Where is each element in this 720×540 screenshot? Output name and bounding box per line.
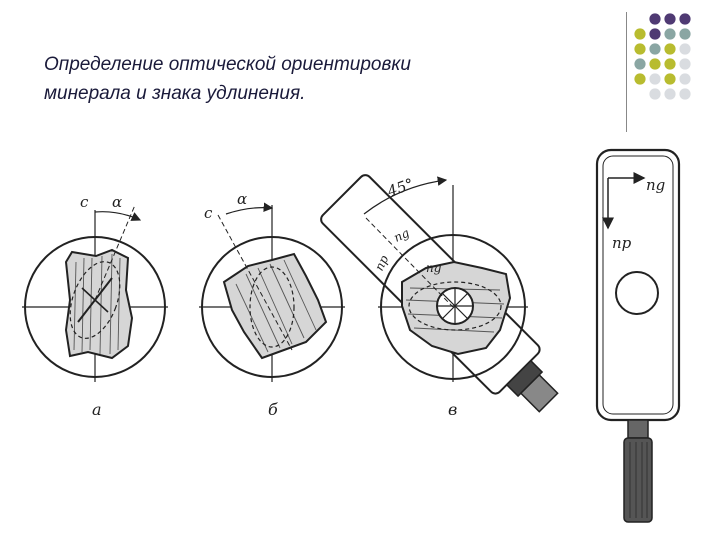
- decorative-dot: [664, 43, 676, 55]
- panel-v: 45° np ng ng в: [320, 174, 559, 419]
- decorative-dot: [649, 28, 661, 40]
- decorative-dot: [649, 73, 661, 85]
- decorative-dot: [649, 13, 661, 25]
- decorative-dot: [664, 13, 676, 25]
- panel-a-angle-arc: [94, 211, 142, 221]
- title-line-1: Определение оптической ориентировки: [44, 54, 411, 75]
- decorative-dot: [664, 73, 676, 85]
- panel-b-cleavage: [235, 259, 317, 353]
- decorative-dot: [634, 73, 646, 85]
- panel-v-45-line: [365, 217, 454, 308]
- decorative-dot: [664, 58, 676, 70]
- panel-b-angle-arc: [225, 202, 274, 215]
- decorative-dot: [679, 58, 691, 70]
- panel-a-c-label: c: [80, 193, 89, 211]
- panel-a-angle-label: α: [112, 193, 122, 211]
- panel-v-indicatrix: [408, 281, 502, 331]
- decorative-dot: [634, 43, 646, 55]
- panel-a-extinction-line: [94, 204, 136, 301]
- panel-a-cleavage: [73, 253, 121, 355]
- title-line-2: минерала и знака удлинения.: [44, 83, 306, 104]
- compensator-handle-grip: [629, 442, 648, 518]
- decorative-dot: [679, 88, 691, 100]
- panel-b-c-label: c: [204, 204, 213, 222]
- decorative-dot: [634, 28, 646, 40]
- panel-v-45-arc: [363, 176, 448, 215]
- vertical-divider: [626, 12, 627, 132]
- panel-a-indicatrix: [69, 261, 121, 339]
- compensator-neck: [627, 419, 649, 439]
- panel-v-interference-rays: [437, 288, 473, 324]
- compensator-inner-outline: [602, 155, 674, 415]
- compensator-handle: [623, 437, 653, 523]
- panel-b: c α б: [199, 190, 345, 419]
- compensator-window: [615, 271, 659, 315]
- decorative-dot: [664, 28, 676, 40]
- compensator-np-label: np: [612, 234, 632, 252]
- panel-b-indicatrix: [249, 266, 295, 348]
- decorative-dot: [679, 13, 691, 25]
- decorative-dot: [649, 58, 661, 70]
- decorative-dot: [634, 58, 646, 70]
- panel-a-caption: а: [92, 400, 102, 419]
- decorative-dot: [679, 28, 691, 40]
- panel-v-caption: в: [448, 400, 457, 419]
- panel-b-caption: б: [268, 400, 278, 419]
- decorative-dot: [664, 88, 676, 100]
- compensator-ng-label: ng: [646, 176, 665, 194]
- panel-v-45-label: 45°: [384, 175, 416, 201]
- decorative-dot: [679, 73, 691, 85]
- panel-b-angle-label: α: [237, 190, 247, 208]
- panel-v-ng-label: ng: [392, 226, 412, 245]
- panel-v-np-label: np: [372, 253, 391, 273]
- decorative-dot: [649, 43, 661, 55]
- panel-v-ng-grain-label: ng: [426, 261, 442, 275]
- slide-title: Определение оптической ориентировки мине…: [44, 50, 604, 108]
- panel-b-elongation-line: [217, 214, 293, 351]
- compensator-plate: ng np: [595, 148, 681, 523]
- decorative-dot: [679, 43, 691, 55]
- decorative-dot: [649, 88, 661, 100]
- panel-a: c α а: [22, 193, 168, 419]
